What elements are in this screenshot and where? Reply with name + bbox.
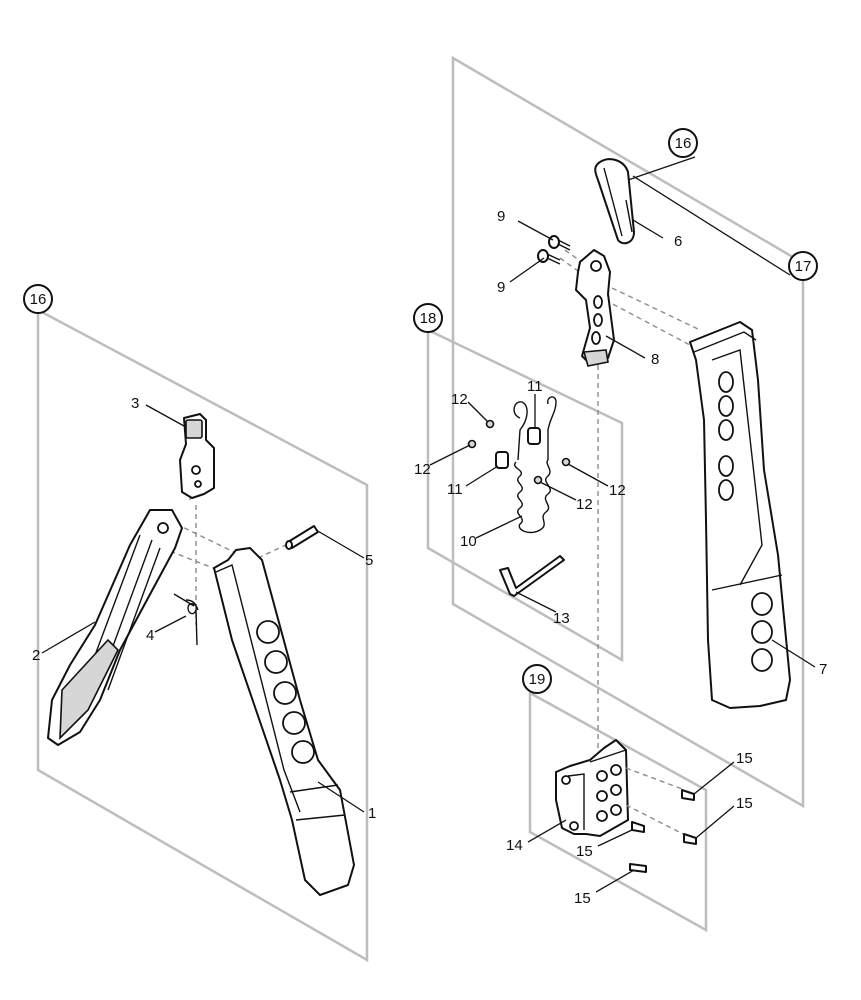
part-13-hex-key [499, 555, 565, 597]
group-badge-16-left: 16 [23, 284, 53, 314]
alignment-lines-right [559, 249, 701, 750]
part-14-mount-plate [555, 739, 629, 837]
part-3-clevis [179, 413, 215, 499]
panel-group-18 [426, 328, 624, 663]
part-label-15-a: 15 [736, 750, 753, 767]
part-label-12-right: 12 [609, 482, 626, 499]
part-11-ferrule-left [495, 451, 509, 469]
alignment-lines-plate [625, 767, 686, 836]
part-label-8: 8 [651, 351, 659, 368]
group-badge-16-top: 16 [668, 128, 698, 158]
svg-text:16: 16 [30, 291, 47, 308]
part-10-coiled-lanyard [513, 396, 557, 534]
part-label-11-left: 11 [447, 481, 463, 498]
part-8-bracket [575, 249, 615, 367]
svg-text:18: 18 [420, 310, 437, 327]
part-9-screw-upper [548, 235, 571, 251]
part-label-14: 14 [506, 837, 523, 854]
part-7-long-handle [689, 321, 791, 709]
part-label-15-c: 15 [576, 843, 593, 860]
part-label-15-b: 15 [736, 795, 753, 812]
part-15-screws [629, 789, 697, 873]
part-label-10: 10 [460, 533, 477, 550]
part-2-claw-arm [47, 509, 183, 746]
part-5-pin [285, 525, 319, 550]
part-label-12-top: 12 [451, 391, 468, 408]
part-label-1: 1 [368, 805, 376, 822]
part-label-12-left: 12 [414, 461, 431, 478]
part-label-4: 4 [146, 627, 154, 644]
part-12-set-screws [467, 419, 571, 485]
part-4-spring [173, 593, 199, 646]
leader-lines [41, 156, 816, 893]
group-badge-17: 17 [788, 251, 818, 281]
part-label-6: 6 [674, 233, 682, 250]
panel-group-17 [451, 55, 805, 809]
part-label-11-top: 11 [527, 378, 543, 395]
part-label-13: 13 [553, 610, 570, 627]
svg-text:16: 16 [675, 135, 692, 152]
part-label-12-mid: 12 [576, 496, 593, 513]
part-label-3: 3 [131, 395, 139, 412]
panel-group-16-left [36, 307, 369, 963]
svg-text:19: 19 [529, 671, 546, 688]
group-badge-19: 19 [522, 664, 552, 694]
part-11-ferrule-right [527, 427, 541, 445]
part-9-screw-lower [537, 249, 561, 265]
group-badge-18: 18 [413, 303, 443, 333]
part-label-15-d: 15 [574, 890, 591, 907]
panel-group-19 [528, 690, 708, 933]
part-label-9-lower: 9 [497, 279, 505, 296]
part-label-7: 7 [819, 661, 827, 678]
part-label-2: 2 [32, 647, 40, 664]
part-label-9-upper: 9 [497, 208, 505, 225]
part-1-handle [213, 547, 355, 896]
svg-text:17: 17 [795, 258, 812, 275]
part-6-carabiner [594, 158, 635, 245]
part-label-5: 5 [365, 552, 373, 569]
